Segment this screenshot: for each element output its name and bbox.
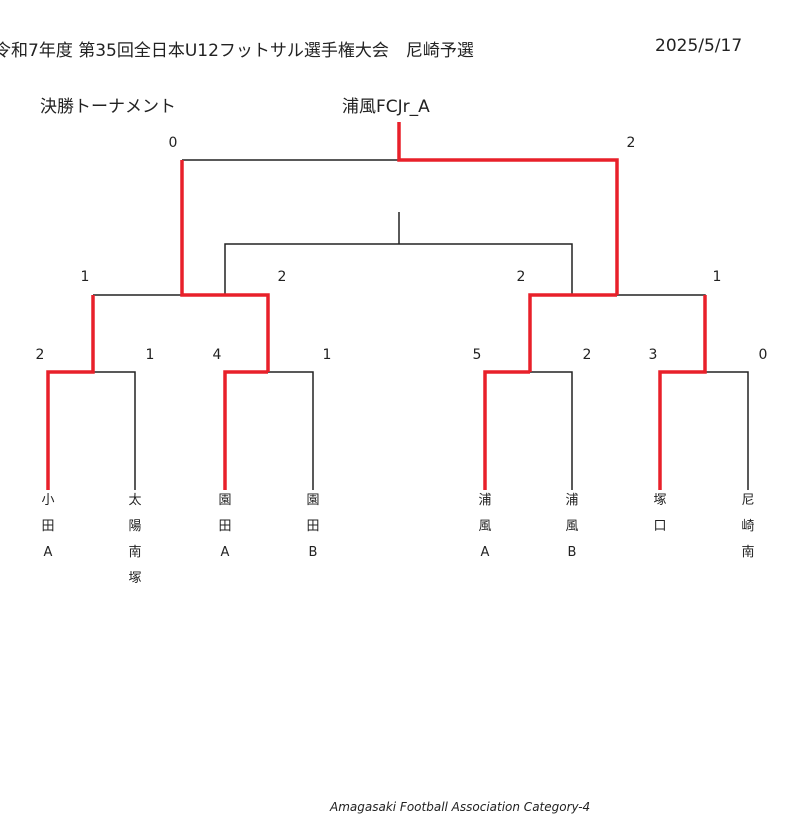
score-sf-left-bottom: 2	[277, 269, 287, 285]
team-tsukaguchi: 塚口	[653, 493, 667, 534]
score-qf2-a: 4	[212, 347, 222, 363]
bracket-subtitle: 決勝トーナメント	[40, 97, 176, 117]
qf3-b-line	[530, 371, 573, 490]
score-final-right: 2	[626, 135, 636, 151]
score-qf1-b: 1	[145, 347, 155, 363]
score-qf4-a: 3	[648, 347, 658, 363]
qf3-winner-path	[483, 370, 530, 490]
champion-name: 浦風FCJr_A	[342, 97, 430, 117]
score-qf2-b: 1	[322, 347, 332, 363]
team-taiyo-minamizuka: 太陽南塚	[128, 493, 142, 586]
score-sf-right-top: 2	[516, 269, 526, 285]
qf4-b-line	[705, 371, 749, 490]
third-place-bracket	[224, 243, 573, 295]
score-qf3-b: 2	[582, 347, 592, 363]
score-qf1-a: 2	[35, 347, 45, 363]
tournament-date: 2025/5/17	[655, 36, 743, 56]
sf-right-winner-path	[528, 293, 617, 372]
qf4-winner-path	[658, 295, 707, 490]
winner-path-top	[397, 122, 619, 295]
qf1-winner-path	[46, 295, 95, 490]
team-amagasaki-minami: 尼崎南	[741, 493, 755, 560]
qf2-b-line	[268, 371, 314, 490]
qf2-winner-path	[223, 370, 268, 490]
score-qf4-b: 0	[758, 347, 768, 363]
sf-left-winner-path	[180, 160, 270, 372]
qf1-b-line	[93, 371, 136, 490]
score-sf-left-top: 1	[80, 269, 90, 285]
score-sf-right-bottom: 1	[712, 269, 722, 285]
tournament-title: 令和7年度 第35回全日本U12フットサル選手権大会 尼崎予選	[0, 41, 474, 61]
score-final-left: 0	[168, 135, 178, 151]
footer-credit: Amagasaki Football Association Category-…	[330, 800, 591, 814]
score-qf3-a: 5	[472, 347, 482, 363]
